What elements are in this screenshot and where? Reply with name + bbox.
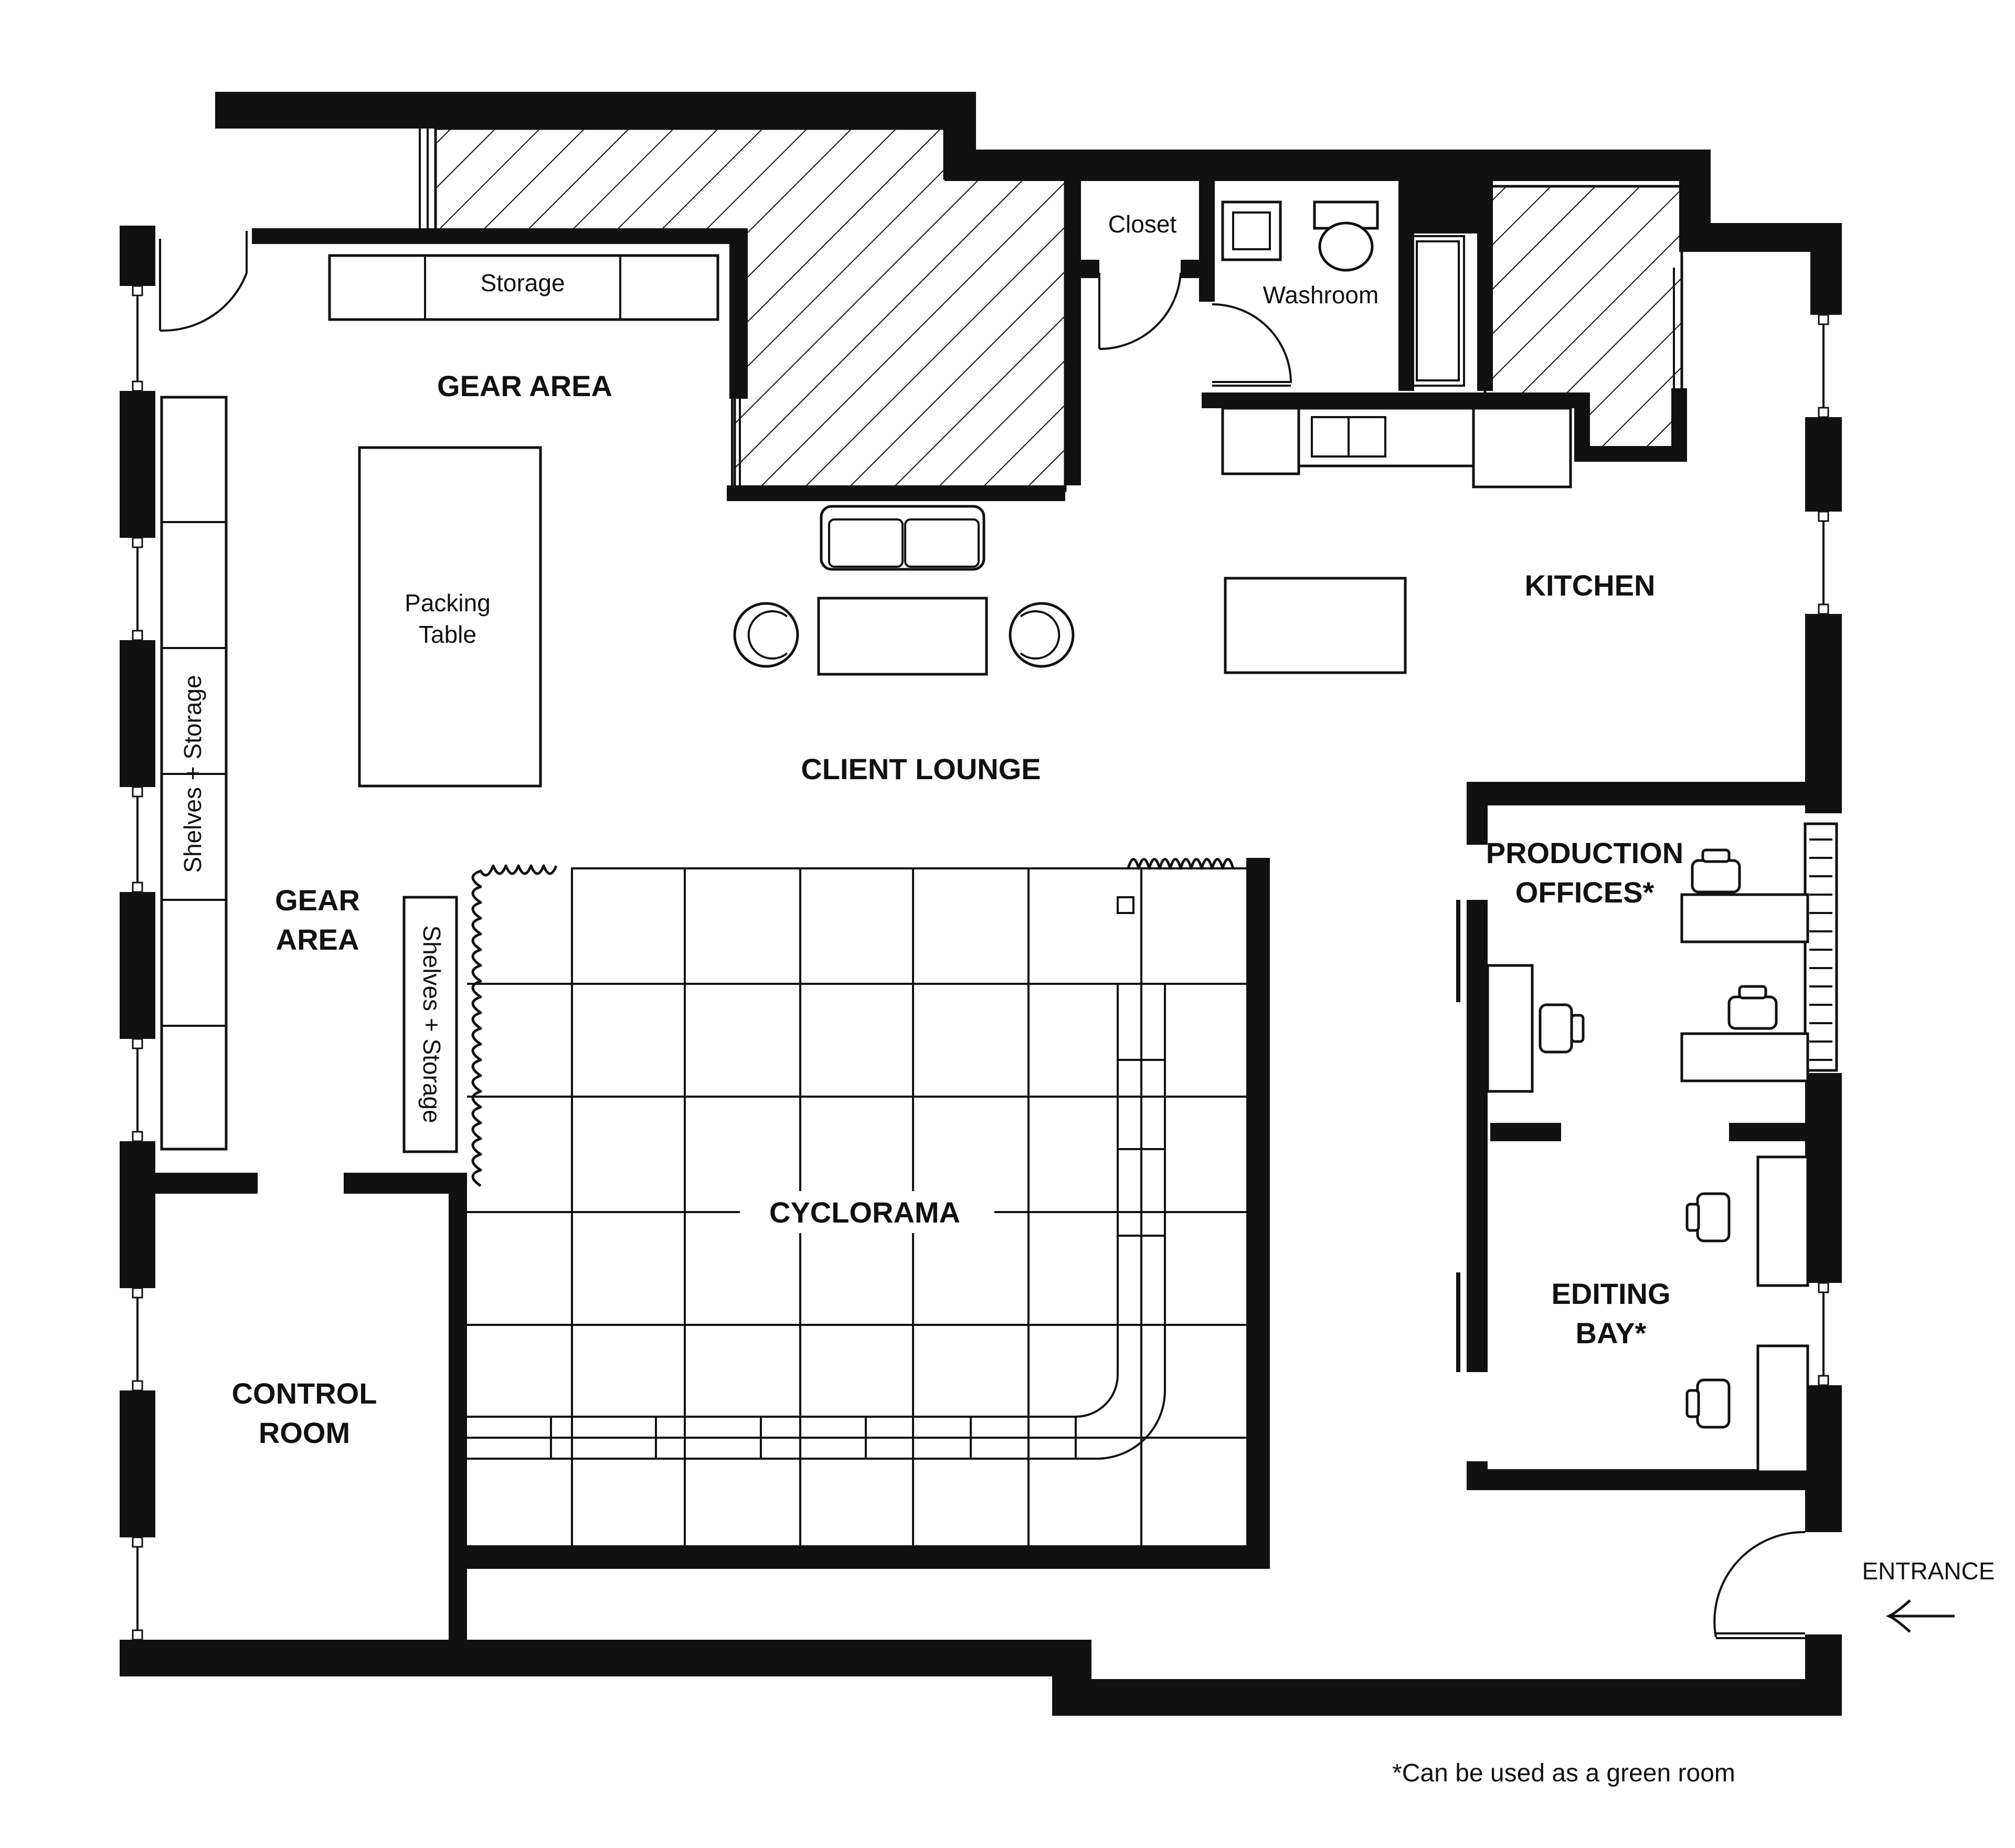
lounge-chair-right [1009, 602, 1075, 668]
coffee-table [817, 597, 988, 676]
packing-table-label-2: Table [419, 621, 476, 648]
curtain-left [471, 864, 558, 1187]
shelves-center [402, 896, 458, 1153]
shelves-left-label: Shelves + Storage [179, 675, 206, 873]
room-label-closet: Closet [1108, 210, 1177, 238]
room-label-client-lounge: CLIENT LOUNGE [801, 752, 1041, 785]
door-entrance [1713, 1531, 1806, 1638]
room-label-production-2: OFFICES* [1515, 876, 1655, 909]
office-chair-icon [1685, 1378, 1731, 1429]
lounge-sofa [820, 505, 985, 571]
toilet-bowl [1318, 221, 1374, 272]
cyclorama-label-bg [740, 1191, 994, 1233]
exterior-walls [120, 92, 1842, 1716]
storage-cabinet [328, 254, 719, 321]
windows [132, 129, 1829, 1641]
door-washroom [1212, 303, 1292, 384]
cyclorama-grid [467, 867, 1255, 1552]
sink [1221, 200, 1282, 261]
room-label-editing-1: EDITING [1551, 1277, 1670, 1310]
curtain-top [1127, 858, 1235, 870]
room-label-control-2: ROOM [259, 1416, 350, 1449]
room-label-gear-area-top: GEAR AREA [437, 369, 612, 402]
kitchen-island [1224, 577, 1407, 674]
packing-table [358, 446, 542, 788]
room-label-gear-area-left-1: GEAR [275, 884, 360, 917]
office-furniture [1486, 822, 1838, 1473]
shelves-center-label: Shelves + Storage [418, 925, 446, 1123]
room-label-cyclorama: CYCLORAMA [769, 1196, 960, 1229]
room-label-kitchen: KITCHEN [1525, 569, 1656, 602]
lounge-chair-left [733, 602, 799, 668]
room-label-control-1: CONTROL [232, 1377, 377, 1410]
left-arrow-icon [1885, 1599, 1955, 1633]
storage-label: Storage [480, 269, 565, 296]
entrance-label: ENTRANCE [1862, 1557, 1995, 1585]
office-chair-icon [1685, 1192, 1731, 1242]
doors [159, 231, 1806, 1639]
door-gear-area [160, 231, 248, 332]
packing-table-label-1: Packing [405, 589, 491, 617]
shelves-left [160, 396, 228, 1151]
door-closet [1099, 272, 1182, 351]
room-label-editing-2: BAY* [1576, 1316, 1647, 1350]
room-label-gear-area-left-2: AREA [276, 923, 359, 956]
kitchen-counter [1221, 407, 1572, 488]
room-label-washroom: Washroom [1263, 281, 1379, 309]
room-label-production-1: PRODUCTION [1486, 836, 1683, 869]
footnote: *Can be used as a green room [1392, 1759, 1735, 1787]
office-chair-icon [1691, 848, 1741, 894]
washroom-fixtures [1221, 200, 1379, 272]
office-chair-icon [1727, 985, 1778, 1030]
office-chair-icon [1539, 1003, 1585, 1054]
